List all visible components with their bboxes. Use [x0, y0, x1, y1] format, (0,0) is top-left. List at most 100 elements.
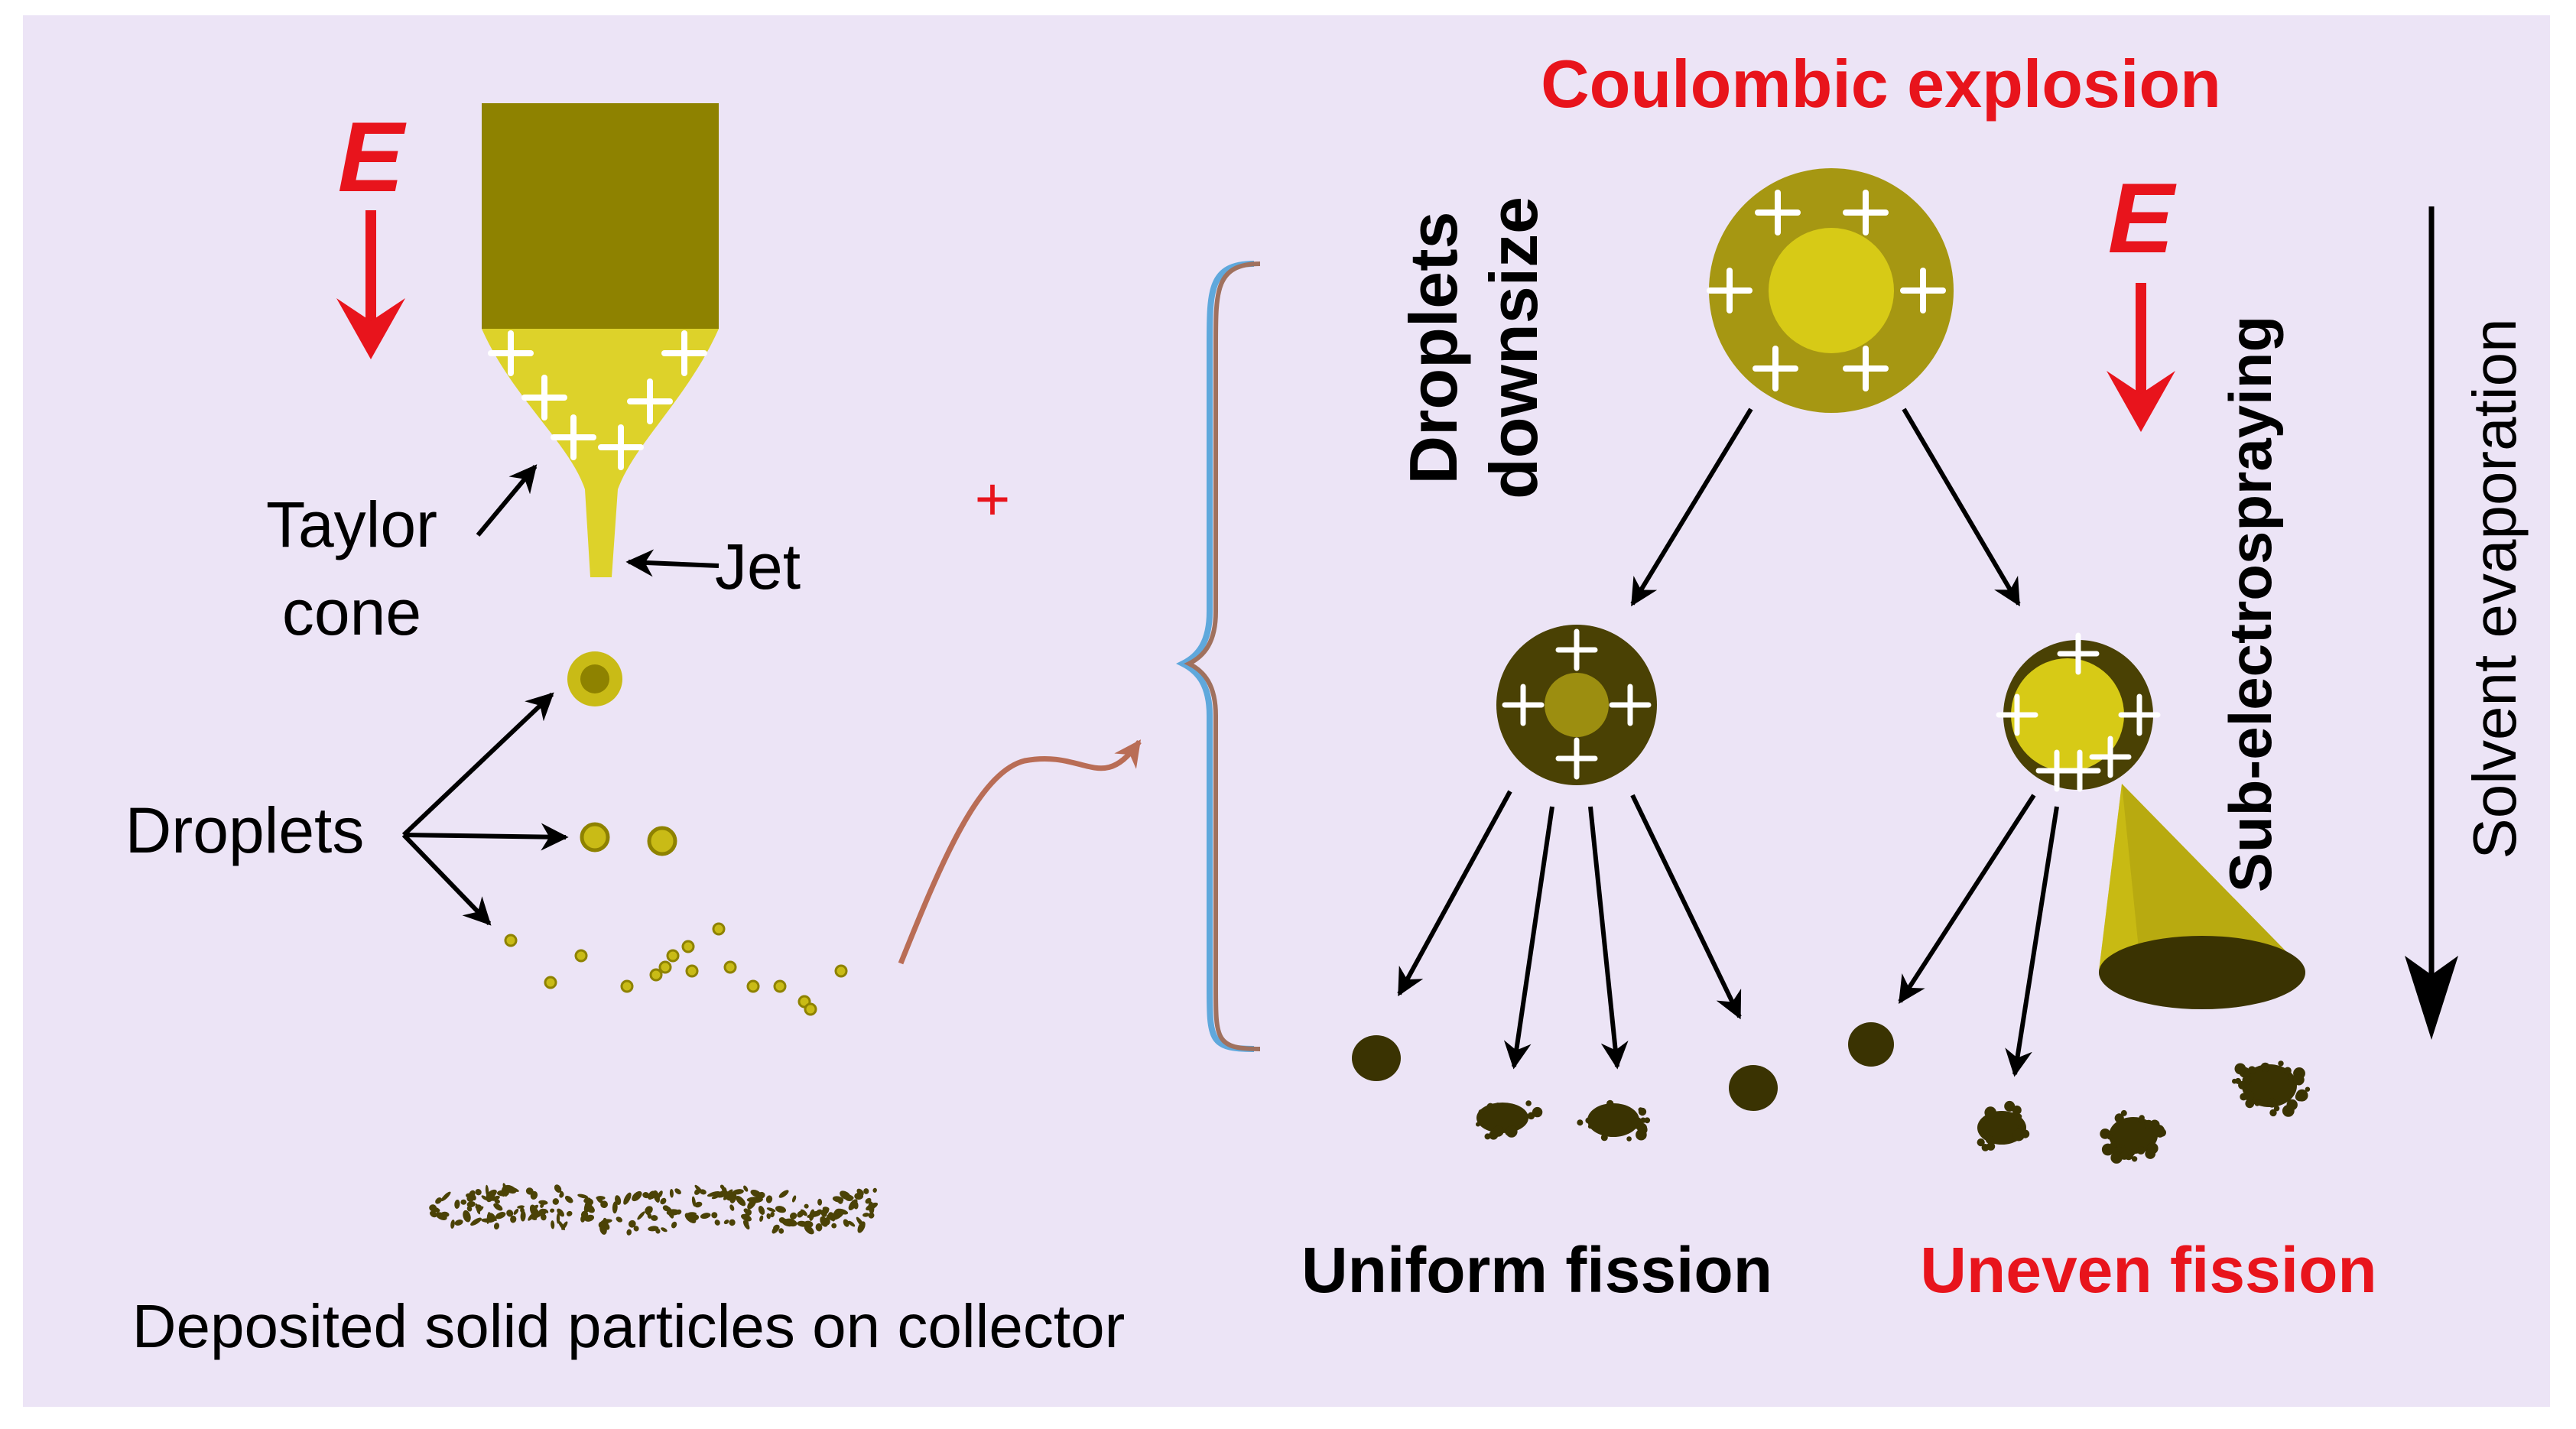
- uneven-products: [1848, 1022, 2311, 1164]
- deposit-particle: [538, 1200, 548, 1205]
- deposit-particle: [525, 1187, 534, 1195]
- deposit-particle: [741, 1213, 752, 1222]
- nozzle-body: [482, 103, 719, 329]
- deposit-particle: [729, 1204, 735, 1211]
- deposit-particle: [804, 1225, 814, 1235]
- parent-droplet: [1707, 168, 1954, 413]
- charge-plus-icon: [2118, 693, 2161, 736]
- droplets-pointers: [401, 692, 569, 926]
- small-droplet: [620, 979, 634, 993]
- deposit-particle: [491, 1195, 500, 1201]
- deposit-particle: [694, 1201, 703, 1208]
- small-droplet: [658, 960, 672, 974]
- deposit-particle: [723, 1220, 729, 1225]
- uneven-fission-arrows: [1898, 794, 2059, 1077]
- charge-plus-icon: [1900, 268, 1946, 313]
- droplet-large-core: [580, 664, 609, 693]
- deposit-particle: [510, 1215, 517, 1223]
- small-droplet: [723, 960, 737, 974]
- deposit-particle: [507, 1186, 519, 1192]
- charge-plus-icon: [1843, 190, 1889, 235]
- deposit-particle: [784, 1218, 797, 1227]
- small-droplet: [746, 979, 760, 993]
- deposit-particle: [583, 1197, 591, 1203]
- squiggle-arrow-icon: [898, 739, 1142, 965]
- deposit-particle: [766, 1213, 771, 1220]
- deposit-particle: [866, 1202, 879, 1211]
- deposit-particle: [566, 1210, 573, 1216]
- deposit-particle: [475, 1189, 482, 1196]
- deposit-particle: [765, 1195, 773, 1203]
- deposit-particle: [687, 1213, 700, 1222]
- deposit-particle: [626, 1229, 632, 1236]
- deposit-particle: [557, 1208, 564, 1217]
- deposit-particle: [628, 1220, 636, 1228]
- product-particle: [2100, 1109, 2167, 1164]
- solvent-evaporation-label: Solvent evaporation: [2461, 318, 2529, 859]
- deposit-particle: [671, 1221, 677, 1229]
- jet-pointer: [625, 549, 720, 577]
- deposit-particle: [831, 1223, 837, 1229]
- droplets-downsize-label-line1: Droplets: [1395, 212, 1471, 485]
- deposit-particle: [745, 1219, 749, 1229]
- curly-bracket-icon: [1176, 261, 1261, 1052]
- deposit-particle: [513, 1208, 519, 1215]
- deposit-particle: [596, 1197, 603, 1203]
- deposit-particle: [721, 1187, 727, 1193]
- deposit-particle: [723, 1189, 733, 1200]
- deposit-particle: [470, 1217, 482, 1226]
- small-droplet: [681, 940, 695, 953]
- droplets-downsize-label-line2: downsize: [1476, 196, 1551, 499]
- deposit-particle: [758, 1206, 765, 1215]
- uniform-products: [1352, 1035, 1778, 1142]
- taylor-cone-label-line1: Taylor: [266, 489, 437, 560]
- deposit-particle: [807, 1213, 817, 1219]
- deposit-particle: [538, 1208, 547, 1216]
- deposit-particle: [846, 1197, 853, 1202]
- deposit-particle: [773, 1224, 780, 1231]
- deposit-particle: [843, 1219, 849, 1227]
- deposit-particle: [616, 1216, 623, 1223]
- deposit-particle: [486, 1191, 495, 1203]
- uniform-fission-arrows: [1397, 790, 1742, 1070]
- deposit-particle: [707, 1190, 720, 1197]
- deposit-particle: [435, 1197, 442, 1204]
- deposit-particle: [770, 1211, 775, 1218]
- deposit-particle: [577, 1194, 589, 1199]
- deposit-particle: [729, 1219, 736, 1226]
- deposit-particle: [585, 1204, 595, 1213]
- charge-plus-icon: [1843, 346, 1889, 391]
- electric-field-arrow-icon: [2107, 283, 2175, 432]
- product-particle: [1352, 1035, 1401, 1081]
- deposit-particle: [736, 1195, 746, 1207]
- left-droplets: [504, 651, 848, 1016]
- small-droplet: [834, 964, 848, 978]
- deposit-particle: [746, 1197, 761, 1203]
- deposit-particle: [791, 1195, 797, 1203]
- deposit-particle: [782, 1218, 788, 1225]
- deposit-particle: [694, 1184, 703, 1193]
- charge-plus-icon: [1755, 190, 1801, 235]
- deposit-particle: [743, 1208, 749, 1213]
- deposit-particle: [466, 1206, 473, 1212]
- deposit-particle: [637, 1211, 645, 1220]
- deposit-particle: [466, 1201, 476, 1208]
- deposit-particle: [440, 1211, 450, 1218]
- deposit-particle: [520, 1210, 526, 1222]
- small-droplet: [712, 922, 726, 936]
- deposit-particle: [551, 1220, 555, 1229]
- deposit-particle: [491, 1215, 497, 1221]
- charge-plus-icon: [2035, 749, 2078, 792]
- deposit-particle: [714, 1220, 720, 1226]
- deposit-particle: [789, 1212, 797, 1220]
- taylor-cone-label-line2: cone: [282, 576, 421, 648]
- deposit-particle: [454, 1220, 463, 1226]
- deposit-particle: [559, 1192, 564, 1198]
- deposit-particle: [557, 1220, 565, 1231]
- small-droplet: [574, 949, 588, 963]
- deposit-particle: [865, 1197, 872, 1204]
- deposit-particle: [655, 1228, 661, 1234]
- deposit-particle: [460, 1199, 467, 1205]
- deposit-particle: [485, 1184, 489, 1197]
- cone-charges: [488, 330, 707, 470]
